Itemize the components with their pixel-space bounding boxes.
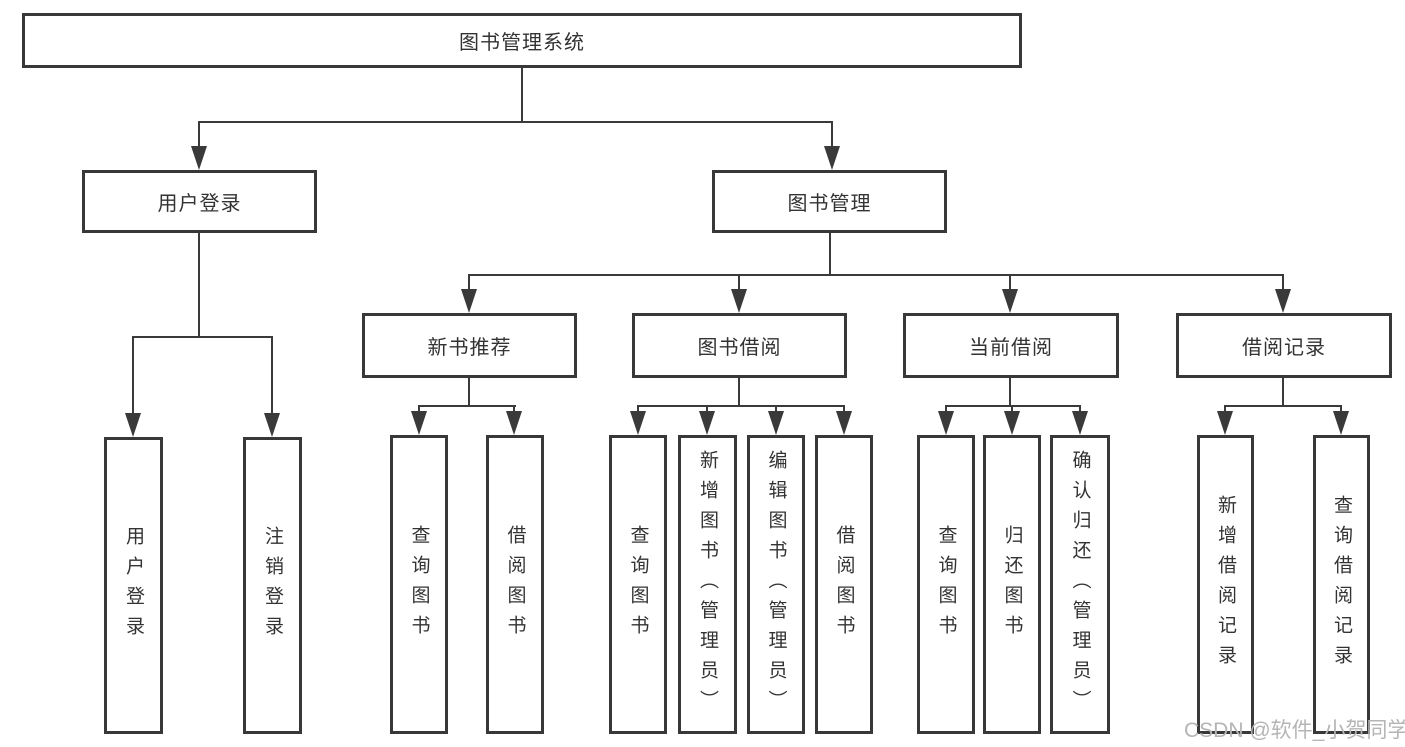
connector-line bbox=[198, 121, 833, 123]
connector-line bbox=[637, 405, 845, 407]
arrowhead-down bbox=[1072, 411, 1088, 435]
leaf-borrow-books-borrowing: 借阅图书 bbox=[815, 435, 873, 734]
connector-line bbox=[829, 233, 831, 276]
arrowhead-down bbox=[699, 411, 715, 435]
leaf-confirm-return-admin: 确认归还（管理员） bbox=[1050, 435, 1110, 734]
connector-line bbox=[1282, 378, 1284, 407]
leaf-query-books-current: 查询图书 bbox=[917, 435, 975, 734]
connector-line bbox=[831, 121, 833, 150]
node-book-management: 图书管理 bbox=[712, 170, 947, 233]
connector-line bbox=[775, 405, 777, 415]
connector-line bbox=[706, 405, 708, 415]
arrowhead-down bbox=[264, 413, 280, 437]
leaf-add-borrow-record: 新增借阅记录 bbox=[1197, 435, 1254, 734]
arrowhead-down bbox=[768, 411, 784, 435]
leaf-query-books-recommend: 查询图书 bbox=[390, 435, 448, 734]
connector-line bbox=[1079, 405, 1081, 415]
arrowhead-down bbox=[1333, 411, 1349, 435]
connector-line bbox=[468, 274, 470, 292]
connector-line bbox=[1340, 405, 1342, 415]
connector-line bbox=[198, 121, 200, 150]
connector-line bbox=[637, 405, 639, 415]
connector-line bbox=[132, 336, 273, 338]
node-borrowing-records: 借阅记录 bbox=[1176, 313, 1392, 378]
leaf-query-borrow-record: 查询借阅记录 bbox=[1313, 435, 1370, 734]
arrowhead-down bbox=[938, 411, 954, 435]
connector-line bbox=[1282, 274, 1284, 292]
leaf-query-books-borrowing: 查询图书 bbox=[609, 435, 667, 734]
arrowhead-down bbox=[1275, 289, 1291, 313]
arrowhead-down bbox=[824, 146, 840, 170]
connector-line bbox=[418, 405, 516, 407]
leaf-borrow-books-recommend: 借阅图书 bbox=[486, 435, 544, 734]
watermark-text: CSDN @软件_小贺同学 bbox=[1184, 719, 1405, 742]
arrowhead-down bbox=[411, 411, 427, 435]
connector-line bbox=[738, 378, 740, 407]
leaf-add-books-admin: 新增图书（管理员） bbox=[678, 435, 737, 734]
arrowhead-down bbox=[191, 146, 207, 170]
leaf-user-login: 用户登录 bbox=[104, 437, 163, 734]
arrowhead-down bbox=[461, 289, 477, 313]
connector-line bbox=[418, 405, 420, 415]
connector-line bbox=[132, 336, 134, 417]
connector-line bbox=[738, 274, 740, 292]
node-new-book-recommendation: 新书推荐 bbox=[362, 313, 577, 378]
connector-line bbox=[1224, 405, 1342, 407]
connector-line bbox=[468, 378, 470, 407]
connector-line bbox=[468, 274, 1284, 276]
leaf-logout: 注销登录 bbox=[243, 437, 302, 734]
connector-line bbox=[945, 405, 947, 415]
connector-line bbox=[1009, 274, 1011, 292]
arrowhead-down bbox=[731, 289, 747, 313]
arrowhead-down bbox=[1002, 289, 1018, 313]
connector-line bbox=[945, 405, 1081, 407]
connector-line bbox=[521, 68, 523, 123]
arrowhead-down bbox=[125, 413, 141, 437]
node-current-borrowing: 当前借阅 bbox=[903, 313, 1119, 378]
connector-line bbox=[513, 405, 515, 415]
leaf-edit-books-admin: 编辑图书（管理员） bbox=[747, 435, 805, 734]
connector-line bbox=[1009, 378, 1011, 407]
connector-line bbox=[198, 233, 200, 338]
arrowhead-down bbox=[506, 411, 522, 435]
arrowhead-down bbox=[630, 411, 646, 435]
connector-line bbox=[1224, 405, 1226, 415]
node-user-login: 用户登录 bbox=[82, 170, 317, 233]
node-library-management-system: 图书管理系统 bbox=[22, 13, 1022, 68]
arrowhead-down bbox=[836, 411, 852, 435]
connector-line bbox=[271, 336, 273, 417]
arrowhead-down bbox=[1217, 411, 1233, 435]
connector-line bbox=[1011, 405, 1013, 415]
connector-line bbox=[843, 405, 845, 415]
node-book-borrowing: 图书借阅 bbox=[632, 313, 847, 378]
arrowhead-down bbox=[1004, 411, 1020, 435]
leaf-return-books: 归还图书 bbox=[983, 435, 1041, 734]
